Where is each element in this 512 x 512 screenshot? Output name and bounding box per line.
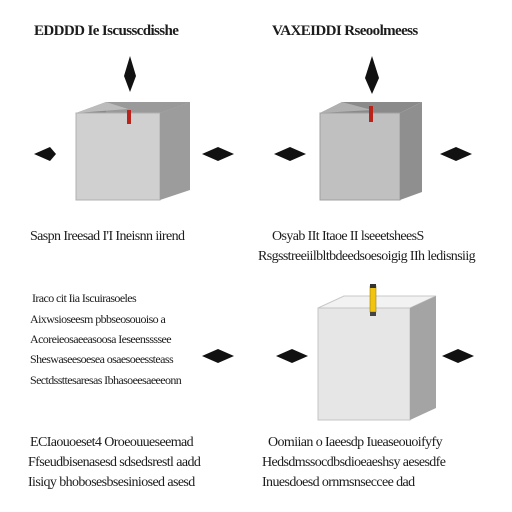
mid-left-line-3: Acoreieosaeeasoosa Ieseenssssee bbox=[30, 332, 172, 346]
mid-left-line-1: Iraco cit Iia Iscuirasoeles bbox=[32, 291, 137, 305]
mid-left-line-5: Sectdssttesaresas Ibhasoeesaeeeonn bbox=[30, 373, 182, 387]
bottom-right-line-1: Oomiian o Iaeesdp Iueaseouoifyfy bbox=[268, 435, 443, 450]
bottom-right-line-3: Inuesdoesd ornmsnseccee dad bbox=[262, 475, 415, 490]
arrow-right-icon bbox=[440, 147, 472, 161]
panel-title-top-left: EDDDD Ie Iscusscdisshe bbox=[34, 23, 179, 39]
arrow-up-icon bbox=[124, 56, 136, 92]
diagram-open-box-left bbox=[34, 56, 234, 201]
bottom-right-line-2: Hedsdmssocdbsdioeaeshsy aesesdfe bbox=[262, 455, 446, 470]
bottom-left-line-1: ECIaouoeset4 Oroeouueseemad bbox=[30, 435, 194, 450]
arrow-right-icon bbox=[442, 349, 474, 363]
arrow-up-icon bbox=[365, 56, 379, 94]
pencil-icon bbox=[369, 284, 377, 316]
bottom-left-line-3: Iisiqy bhobosesbsesiniosed asesd bbox=[28, 475, 195, 490]
panel-caption-top-right-line2: Rsgsstreeiilbltbdeedsoesoigig IIh ledisn… bbox=[258, 249, 476, 264]
bottom-left-line-2: Ffseudbisenasesd sdsedsrestl aadd bbox=[28, 455, 201, 470]
red-marker-icon bbox=[127, 110, 131, 124]
mid-left-line-2: Aixwsioseesm pbbseosouoiso a bbox=[30, 312, 166, 326]
diagram-closed-box bbox=[202, 284, 474, 421]
panel-title-top-right: VAXEIDDI Rseoolmeess bbox=[272, 23, 418, 39]
open-box bbox=[75, 102, 190, 201]
panel-caption-top-right-line1: Osyab IIt Itaoe II lseeetsheesS bbox=[272, 229, 424, 244]
panel-caption-top-left: Saspn Ireesad I'I Ineisnn iirend bbox=[30, 229, 185, 244]
diagram-open-box-right bbox=[274, 56, 472, 201]
red-marker-icon bbox=[369, 106, 373, 122]
arrow-left-icon bbox=[274, 147, 306, 161]
arrow-right-icon bbox=[202, 147, 234, 161]
arrow-left-icon bbox=[34, 147, 56, 161]
closed-box bbox=[317, 295, 437, 421]
open-box bbox=[319, 102, 422, 201]
arrow-left-icon bbox=[202, 349, 234, 363]
arrow-left-icon bbox=[276, 349, 308, 363]
mid-left-line-4: Sheswaseesoesea osaesoeessteass bbox=[30, 352, 174, 366]
